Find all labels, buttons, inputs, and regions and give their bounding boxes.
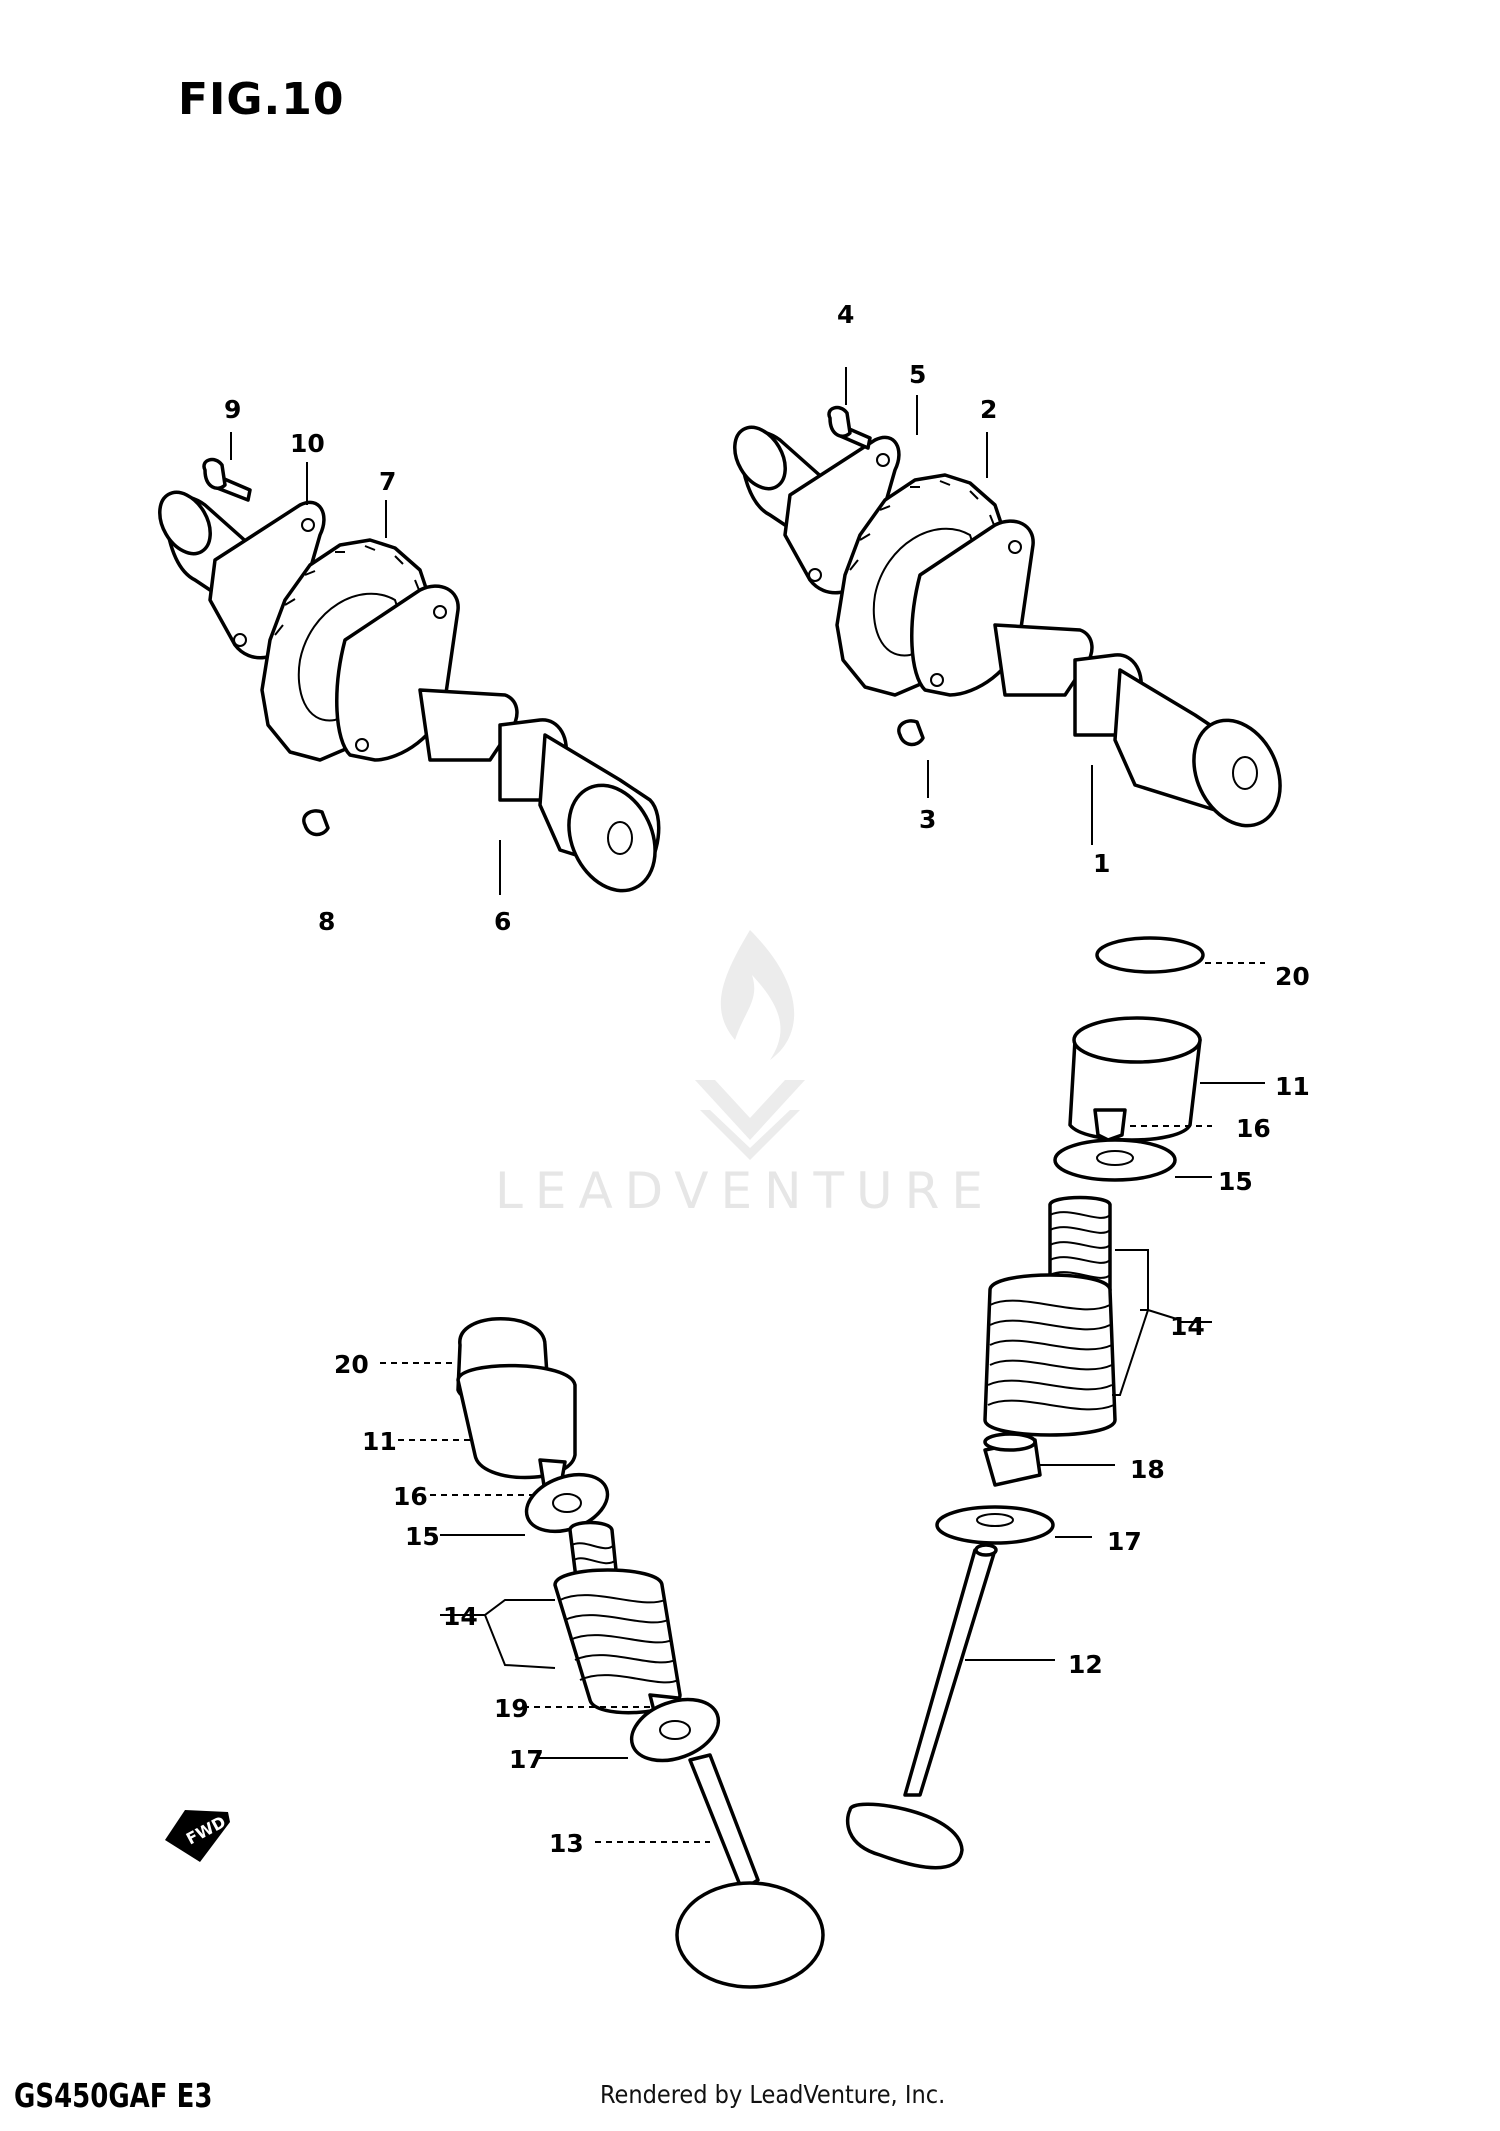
callout-3: 3: [919, 805, 936, 834]
callout-14-left: 14: [443, 1602, 478, 1631]
watermark-text: LEADVENTURE: [495, 1162, 995, 1220]
outer-spring: [983, 1273, 1117, 1437]
right-camshaft-assembly: [733, 367, 1282, 845]
callout-19-left: 19: [494, 1694, 529, 1723]
callout-17-left: 17: [509, 1745, 544, 1774]
callout-8: 8: [318, 907, 335, 936]
callout-13-left: 13: [549, 1829, 584, 1858]
callout-15-right: 15: [1218, 1167, 1253, 1196]
callout-14-right: 14: [1170, 1312, 1205, 1341]
callout-15-left: 15: [405, 1522, 440, 1551]
callout-18-right: 18: [1130, 1455, 1165, 1484]
callout-11-left: 11: [362, 1427, 397, 1456]
callout-16-left: 16: [393, 1482, 428, 1511]
figure-title: FIG.10: [178, 74, 345, 125]
callout-7: 7: [379, 467, 396, 496]
left-valve-stack: [380, 1317, 825, 1989]
callout-11-right: 11: [1275, 1072, 1310, 1101]
callout-1: 1: [1093, 849, 1110, 878]
callout-4: 4: [837, 300, 854, 329]
footer-credit: Rendered by LeadVenture, Inc.: [600, 2080, 946, 2109]
callout-12-right: 12: [1068, 1650, 1103, 1679]
callout-5: 5: [909, 360, 926, 389]
callout-2: 2: [980, 395, 997, 424]
callout-16-right: 16: [1236, 1114, 1271, 1143]
right-valve-stack: [845, 936, 1265, 1870]
left-camshaft-assembly: [158, 432, 661, 895]
callout-10: 10: [290, 429, 325, 458]
callout-9: 9: [224, 395, 241, 424]
callout-20-left: 20: [334, 1350, 369, 1379]
model-code: GS450GAF E3: [14, 2078, 213, 2116]
forward-arrow: FWD: [165, 1810, 230, 1862]
callout-20-right: 20: [1275, 962, 1310, 991]
callout-labels: 1 2 3 4 5 6 7 8 9 10 20 11 16 15 14 18 1…: [224, 300, 1310, 1858]
watermark: LEADVENTURE: [495, 930, 995, 1220]
callout-17-right: 17: [1107, 1527, 1142, 1556]
callout-6: 6: [494, 907, 511, 936]
